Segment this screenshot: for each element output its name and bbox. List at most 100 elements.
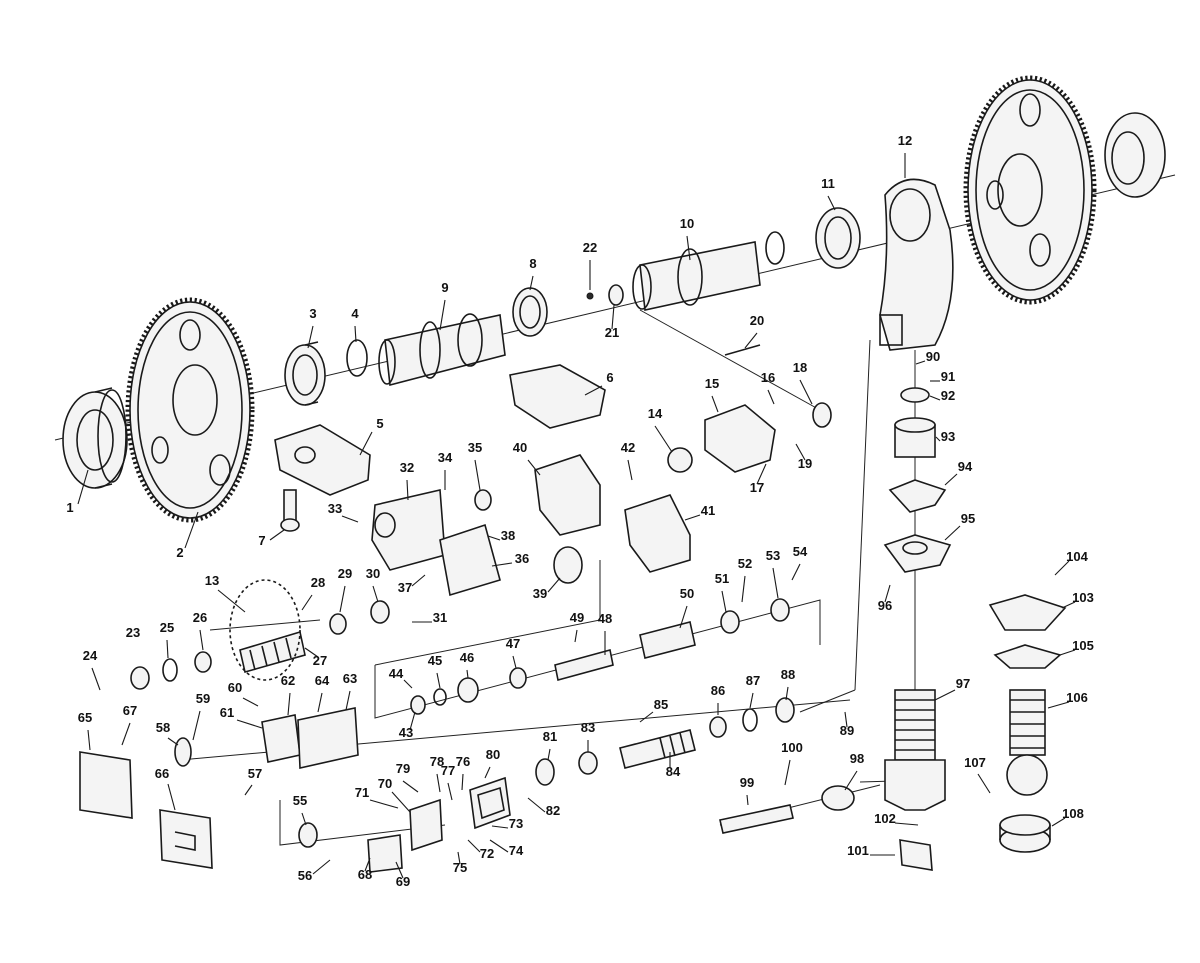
callout-label-85: 85 xyxy=(654,697,668,712)
callout-leader-62 xyxy=(287,692,291,716)
callout-label-107: 107 xyxy=(964,755,986,770)
callout-leader-11 xyxy=(827,195,836,211)
callout-leader-5 xyxy=(359,431,373,456)
callout-leader-13 xyxy=(217,589,246,613)
callout-label-33: 33 xyxy=(328,501,342,516)
callout-label-50: 50 xyxy=(680,586,694,601)
callout-label-55: 55 xyxy=(293,793,307,808)
bearing-block-part-5 xyxy=(274,424,371,496)
bushing-part-8 xyxy=(512,287,548,337)
callout-leader-73 xyxy=(491,825,509,829)
callout-leader-61 xyxy=(236,719,263,729)
callout-leader-10 xyxy=(686,235,691,261)
clamp-part-101 xyxy=(899,839,933,871)
callout-leader-16 xyxy=(767,389,775,405)
callout-label-38: 38 xyxy=(501,528,515,543)
callout-leader-36 xyxy=(491,562,513,567)
callout-leader-97 xyxy=(934,689,956,701)
callout-leader-103 xyxy=(1061,601,1076,609)
callout-label-95: 95 xyxy=(961,511,975,526)
cap-screw-part-7 xyxy=(280,489,300,532)
callout-label-77: 77 xyxy=(441,763,455,778)
callout-label-17: 17 xyxy=(750,480,764,495)
callout-leader-46 xyxy=(466,669,469,679)
left-gear-part-2 xyxy=(125,297,255,523)
callout-leader-87 xyxy=(749,692,754,709)
callout-label-14: 14 xyxy=(648,406,663,421)
pin-part-22 xyxy=(586,292,594,300)
callout-leader-3 xyxy=(307,325,314,349)
callout-label-70: 70 xyxy=(378,776,392,791)
callout-leader-20 xyxy=(744,332,758,349)
bracket-part-15 xyxy=(667,404,776,473)
callout-label-72: 72 xyxy=(480,846,494,861)
callout-label-99: 99 xyxy=(740,775,754,790)
callout-label-96: 96 xyxy=(878,598,892,613)
callout-label-13: 13 xyxy=(205,573,219,588)
callout-label-100: 100 xyxy=(781,740,803,755)
callout-label-30: 30 xyxy=(366,566,380,581)
callout-label-24: 24 xyxy=(83,648,98,663)
callout-leader-49 xyxy=(574,629,578,643)
bearing-block-part-6 xyxy=(509,364,606,429)
callout-label-57: 57 xyxy=(248,766,262,781)
callout-label-73: 73 xyxy=(509,816,523,831)
callout-leader-63 xyxy=(345,690,351,711)
sleeve-part-98 xyxy=(821,785,855,811)
callout-label-102: 102 xyxy=(874,811,896,826)
callout-label-9: 9 xyxy=(441,280,448,295)
plate-part-63 xyxy=(297,707,359,769)
callout-leader-108 xyxy=(1051,817,1066,827)
callout-leader-33 xyxy=(341,515,359,523)
callout-label-98: 98 xyxy=(850,751,864,766)
right-flange-part-1 xyxy=(1104,112,1166,198)
callout-label-32: 32 xyxy=(400,460,414,475)
callout-leader-64 xyxy=(317,692,323,713)
bearing-part-46 xyxy=(457,677,479,703)
callout-leader-2 xyxy=(184,511,199,549)
callout-leader-56 xyxy=(312,859,331,875)
housing-outline-part-13 xyxy=(229,579,301,681)
bushing-part-11 xyxy=(815,207,861,269)
callout-leader-104 xyxy=(1054,560,1070,576)
callout-leader-93 xyxy=(935,436,941,442)
callout-label-11: 11 xyxy=(821,176,835,191)
callout-leader-42 xyxy=(627,459,633,481)
callout-leader-41 xyxy=(684,514,701,521)
callout-label-45: 45 xyxy=(428,653,442,668)
callout-label-83: 83 xyxy=(581,720,595,735)
callout-label-52: 52 xyxy=(738,556,752,571)
cap-part-23 xyxy=(130,666,150,690)
pin-part-99 xyxy=(719,804,794,834)
cover-part-40 xyxy=(534,454,601,536)
callout-leader-25 xyxy=(166,639,169,659)
callout-leader-17 xyxy=(756,463,767,485)
callout-label-37: 37 xyxy=(398,580,412,595)
callout-label-93: 93 xyxy=(941,429,955,444)
shaft-part-48 xyxy=(554,649,614,681)
gasket-part-94 xyxy=(888,479,947,513)
callout-label-91: 91 xyxy=(941,369,955,384)
callout-label-106: 106 xyxy=(1066,690,1088,705)
callout-leader-4 xyxy=(354,325,357,343)
callout-leader-45 xyxy=(436,672,441,689)
ring-part-87 xyxy=(742,708,758,732)
callout-label-3: 3 xyxy=(309,306,316,321)
callout-label-80: 80 xyxy=(486,747,500,762)
callout-leader-67 xyxy=(121,722,131,746)
callout-label-105: 105 xyxy=(1072,638,1094,653)
bellows-part-97 xyxy=(884,689,946,811)
callout-leader-18 xyxy=(799,379,813,405)
callout-leader-95 xyxy=(944,525,961,541)
callout-leader-88 xyxy=(785,686,789,701)
callout-label-53: 53 xyxy=(766,548,780,563)
bearing-part-35 xyxy=(474,489,492,511)
bearing-part-30 xyxy=(370,600,390,624)
callout-leader-92 xyxy=(929,395,941,401)
plate-part-81 xyxy=(535,758,555,786)
callout-leader-38 xyxy=(487,535,501,541)
callout-leader-44 xyxy=(403,679,413,689)
callout-label-40: 40 xyxy=(513,440,527,455)
housing-part-61 xyxy=(261,714,301,763)
